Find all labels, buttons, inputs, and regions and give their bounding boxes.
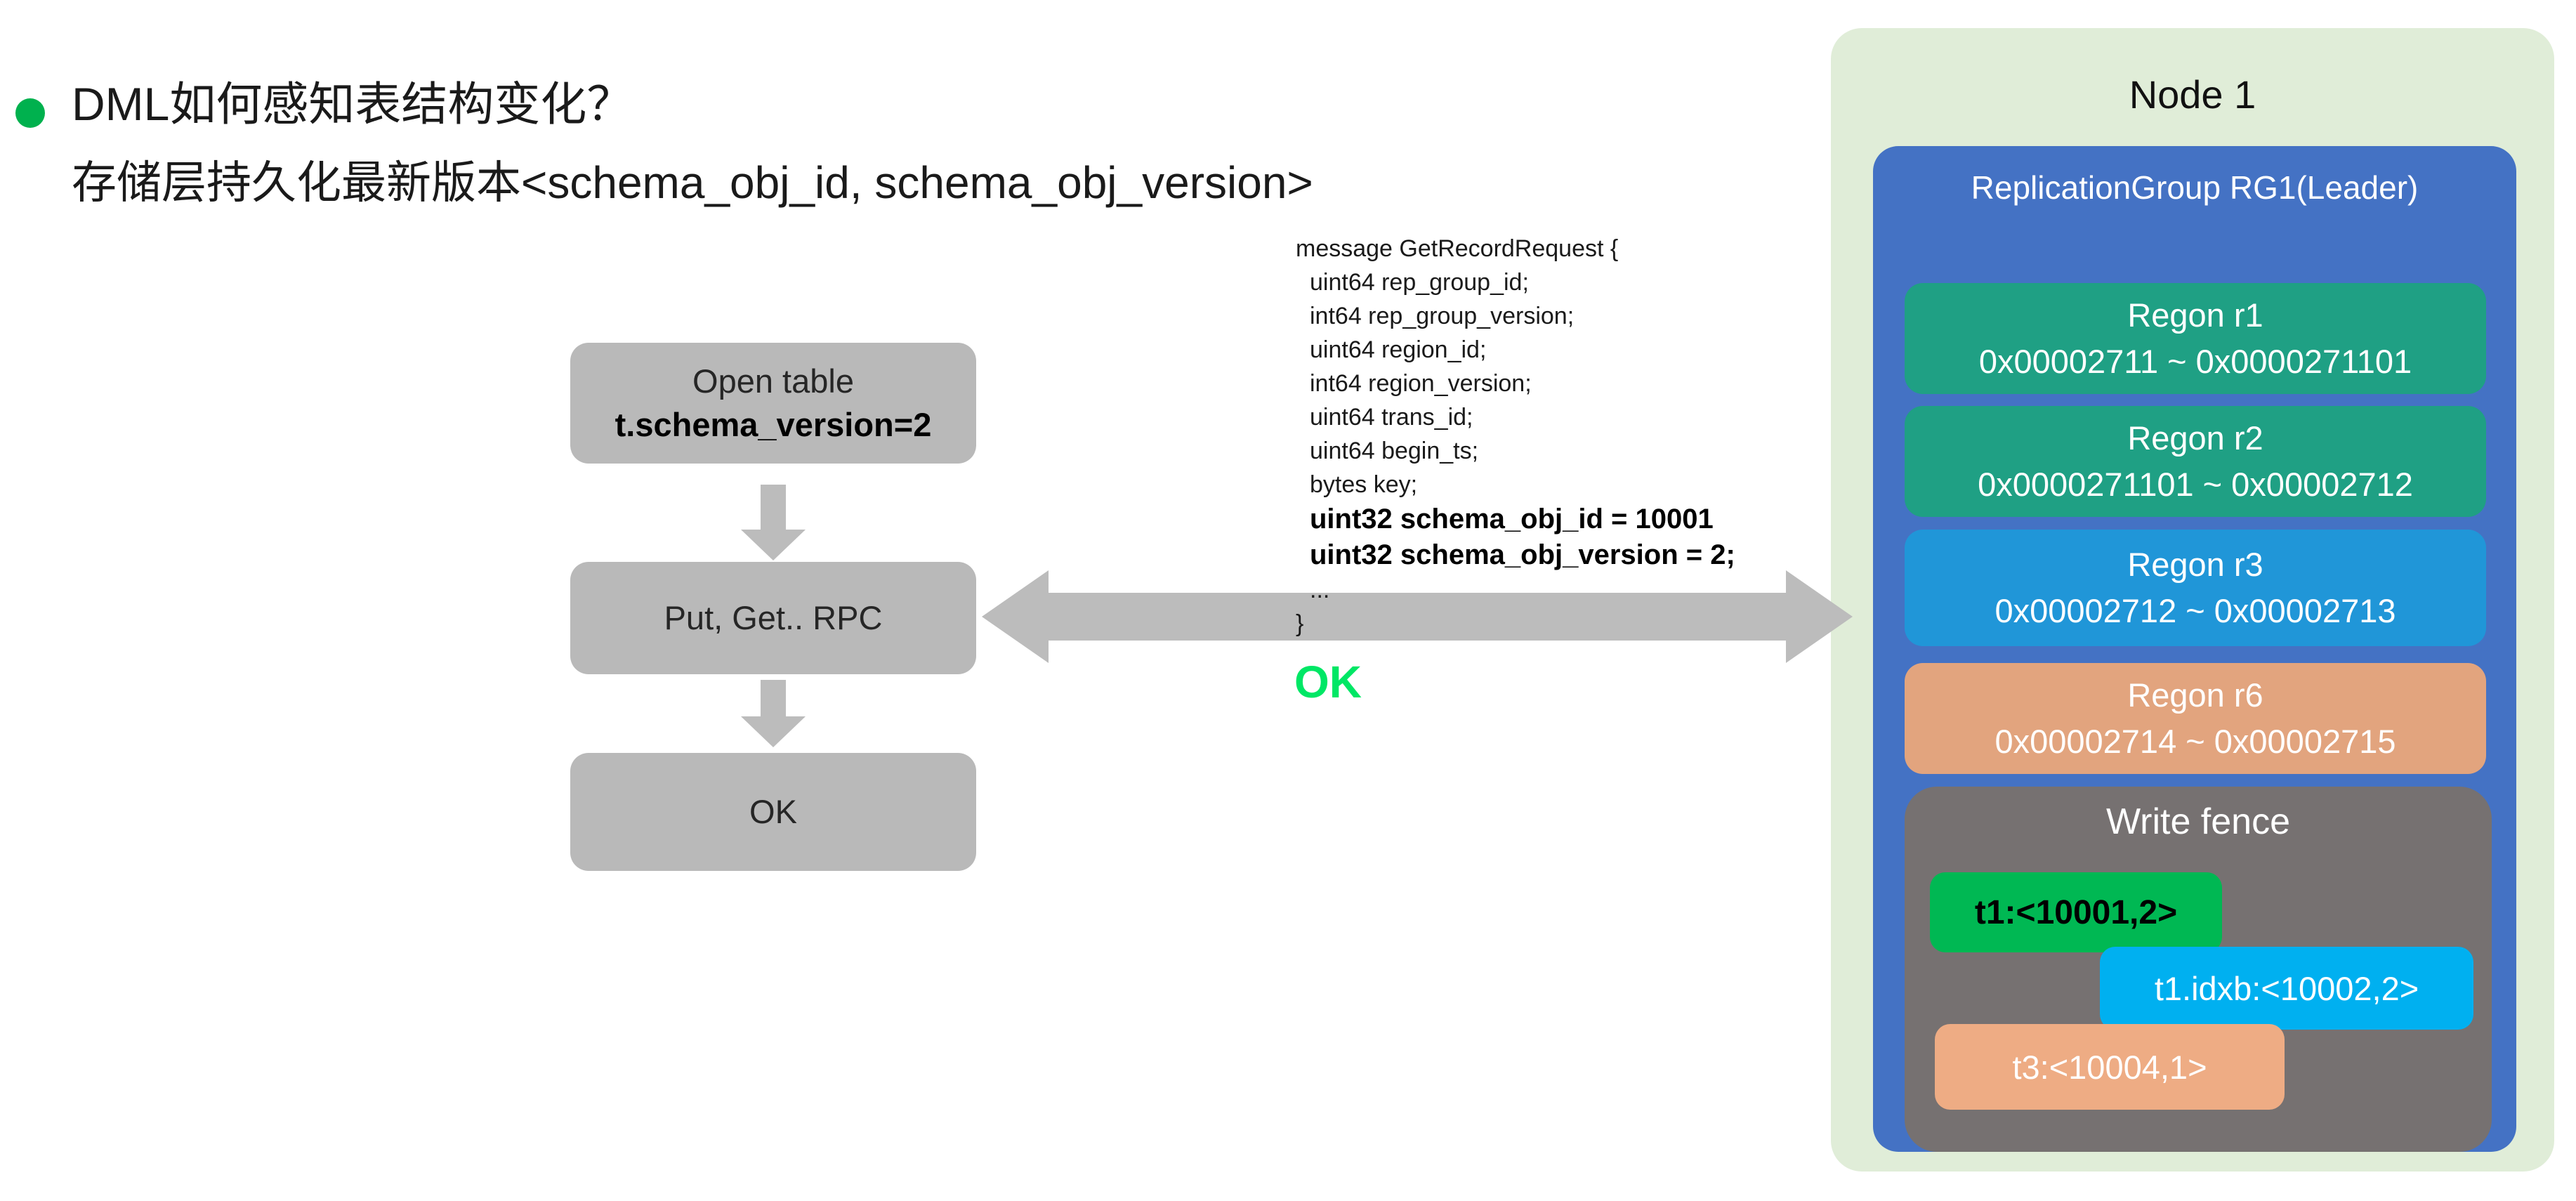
code-line: } bbox=[1296, 610, 1304, 637]
region-r6-box: Regon r6 0x00002714 ~ 0x00002715 bbox=[1905, 663, 2486, 774]
region-name: Regon r1 bbox=[2127, 296, 2263, 334]
write-fence-entry-t1idxb: t1.idxb:<10002,2> bbox=[2100, 947, 2473, 1030]
code-line: int64 rep_group_version; bbox=[1310, 303, 1575, 329]
arrow-down-head-icon bbox=[741, 530, 806, 560]
region-range: 0x00002714 ~ 0x00002715 bbox=[1995, 723, 2396, 760]
node1-title: Node 1 bbox=[2129, 72, 2256, 117]
open-table-label: Open table bbox=[692, 362, 854, 400]
code-line: uint64 region_id; bbox=[1310, 336, 1487, 363]
code-line: int64 region_version; bbox=[1310, 370, 1532, 397]
bullet-dot-icon bbox=[15, 98, 45, 128]
write-fence-title: Write fence bbox=[2105, 801, 2291, 842]
replication-group-box: ReplicationGroup RG1(Leader) Regon r1 0x… bbox=[1873, 146, 2516, 1152]
code-line: uint64 trans_id; bbox=[1310, 404, 1473, 431]
double-arrow-icon bbox=[982, 570, 1853, 663]
rpc-response-ok: OK bbox=[1294, 657, 1362, 707]
code-line-schema-obj-version: uint32 schema_obj_version = 2; bbox=[1310, 539, 1735, 570]
region-range: 0x00002712 ~ 0x00002713 bbox=[1995, 592, 2396, 629]
code-line: uint64 begin_ts; bbox=[1310, 438, 1479, 464]
flow-step-open-table: Open table t.schema_version=2 bbox=[570, 343, 976, 464]
code-line: uint64 rep_group_id; bbox=[1310, 269, 1529, 296]
flow-step-rpc: Put, Get.. RPC bbox=[570, 562, 976, 674]
arrow-down-icon bbox=[761, 485, 786, 531]
replication-group-title: ReplicationGroup RG1(Leader) bbox=[1971, 169, 2419, 206]
code-line: bytes key; bbox=[1310, 471, 1418, 498]
ok-label: OK bbox=[749, 793, 797, 830]
code-line-schema-obj-id: uint32 schema_obj_id = 10001 bbox=[1310, 504, 1714, 534]
region-r1-box: Regon r1 0x00002711 ~ 0x0000271101 bbox=[1905, 283, 2486, 394]
rpc-message-code: message GetRecordRequest { uint64 rep_gr… bbox=[1296, 232, 1735, 641]
region-name: Regon r6 bbox=[2127, 676, 2263, 714]
region-r2-box: Regon r2 0x0000271101 ~ 0x00002712 bbox=[1905, 406, 2486, 517]
write-fence-entry-t3: t3:<10004,1> bbox=[1935, 1024, 2285, 1110]
region-name: Regon r3 bbox=[2127, 546, 2263, 583]
arrow-down-head-icon bbox=[741, 716, 806, 747]
region-name: Regon r2 bbox=[2127, 419, 2263, 457]
region-range: 0x0000271101 ~ 0x00002712 bbox=[1978, 466, 2413, 503]
arrow-down-icon bbox=[761, 680, 786, 718]
flow-step-ok: OK bbox=[570, 753, 976, 871]
region-range: 0x00002711 ~ 0x0000271101 bbox=[1978, 343, 2412, 380]
code-line: ... bbox=[1310, 577, 1330, 603]
slide-subtitle: 存储层持久化最新版本<schema_obj_id, schema_obj_ver… bbox=[72, 157, 1313, 208]
slide-title: DML如何感知表结构变化？ bbox=[72, 78, 633, 130]
code-line: message GetRecordRequest { bbox=[1296, 235, 1619, 262]
rpc-label: Put, Get.. RPC bbox=[664, 599, 883, 636]
schema-version-label: t.schema_version=2 bbox=[615, 406, 932, 443]
write-fence-box: Write fence t1:<10001,2> t1.idxb:<10002,… bbox=[1905, 787, 2492, 1152]
write-fence-entry-t1: t1:<10001,2> bbox=[1930, 872, 2222, 952]
region-r3-box: Regon r3 0x00002712 ~ 0x00002713 bbox=[1905, 530, 2486, 646]
node1-box: Node 1 ReplicationGroup RG1(Leader) Rego… bbox=[1831, 28, 2554, 1172]
